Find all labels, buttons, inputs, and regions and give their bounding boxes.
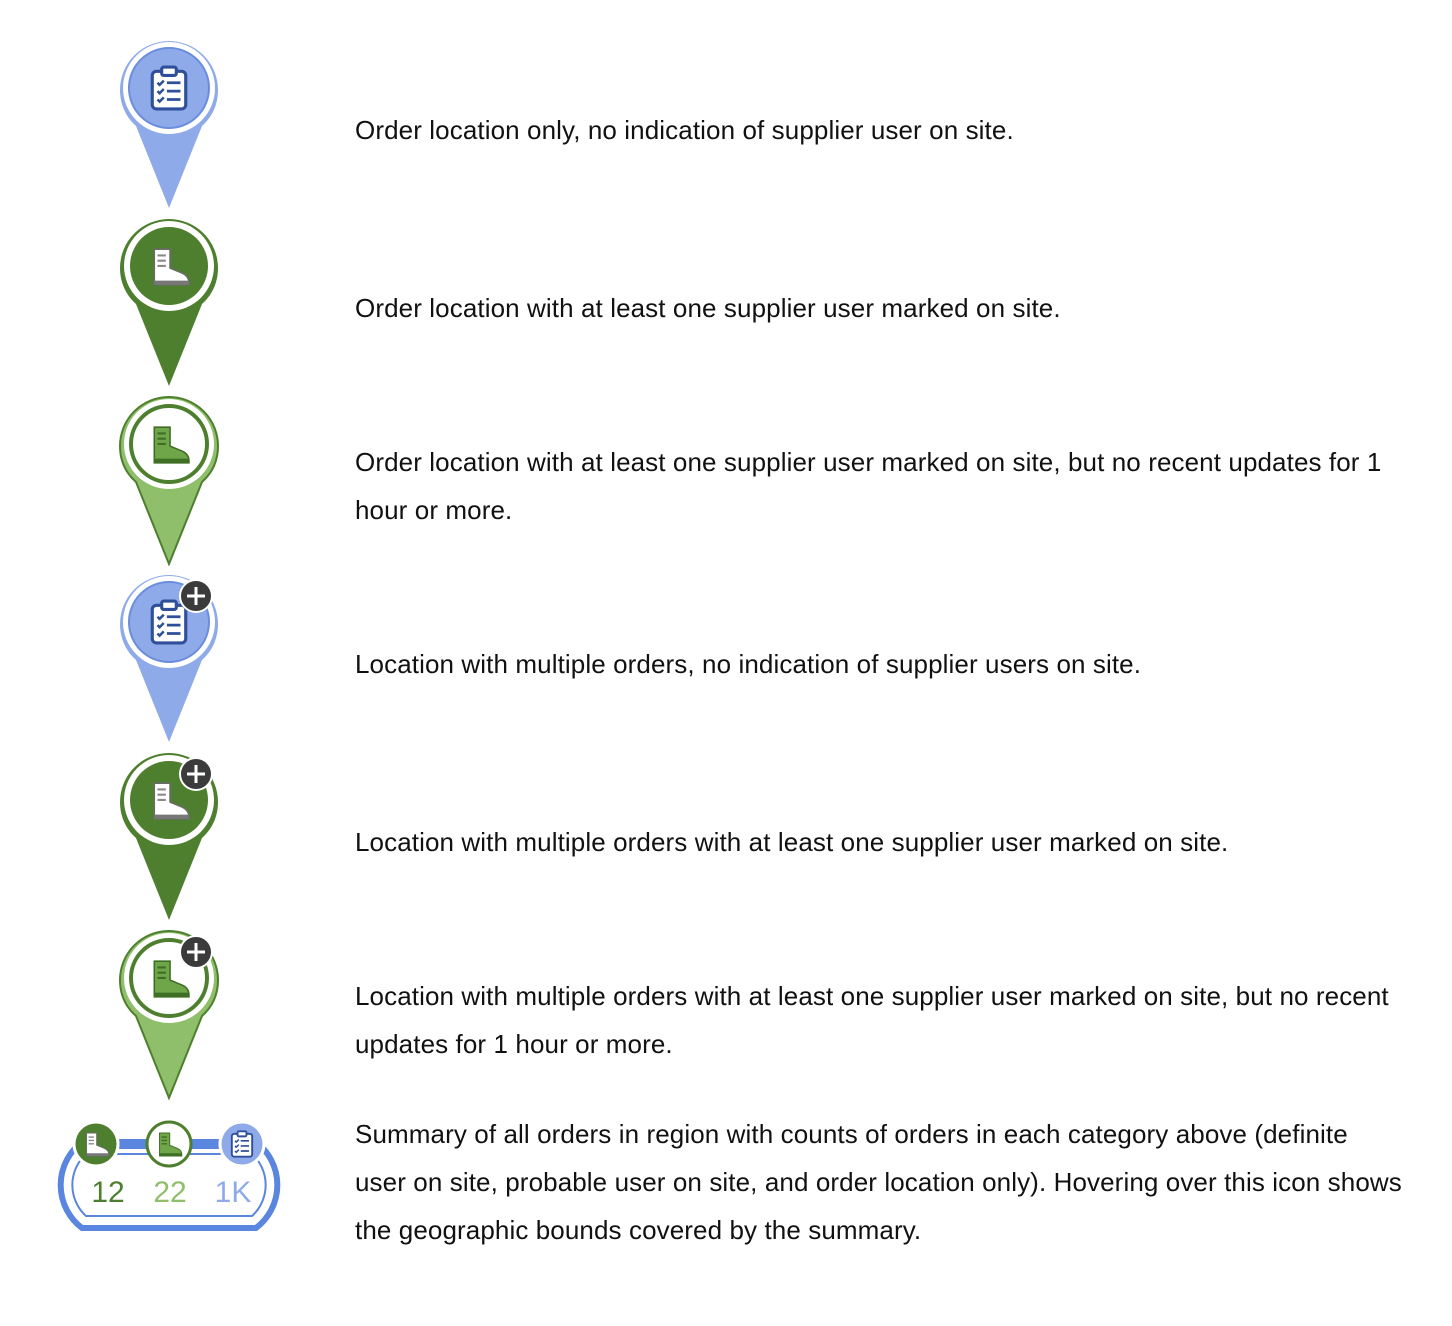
- summary-badge: 12 22 1K: [24, 1120, 314, 1235]
- legend-description: Order location with at least one supplie…: [355, 447, 1382, 525]
- legend-description: Order location with at least one supplie…: [355, 293, 1061, 323]
- boot-icon: [72, 1120, 120, 1168]
- multi-order-supplier-pin: [114, 752, 224, 932]
- multi-order-stale-pin: [114, 930, 224, 1110]
- summary-description: Summary of all orders in region with cou…: [355, 1119, 1402, 1245]
- plus-icon: [178, 934, 214, 970]
- legend-description: Location with multiple orders, no indica…: [355, 649, 1142, 679]
- multi-order-pin: [114, 574, 224, 754]
- clipboard-icon: [218, 1120, 266, 1168]
- order-location-pin: [114, 40, 224, 220]
- supplier-on-site-pin: [114, 218, 224, 398]
- legend-description: Location with multiple orders with at le…: [355, 981, 1389, 1059]
- legend-description: Location with multiple orders with at le…: [355, 827, 1229, 857]
- legend-description: Order location only, no indication of su…: [355, 115, 1014, 145]
- clipboard-icon: [150, 65, 188, 111]
- supplier-stale-pin: [114, 396, 224, 576]
- clipboard-icon: [150, 599, 188, 645]
- plus-icon: [178, 578, 214, 614]
- plus-icon: [178, 756, 214, 792]
- boot-icon: [145, 1120, 193, 1168]
- summary-count-order-only: 1K: [215, 1176, 252, 1209]
- summary-count-probable: 22: [153, 1176, 186, 1209]
- summary-count-definite: 12: [91, 1176, 124, 1209]
